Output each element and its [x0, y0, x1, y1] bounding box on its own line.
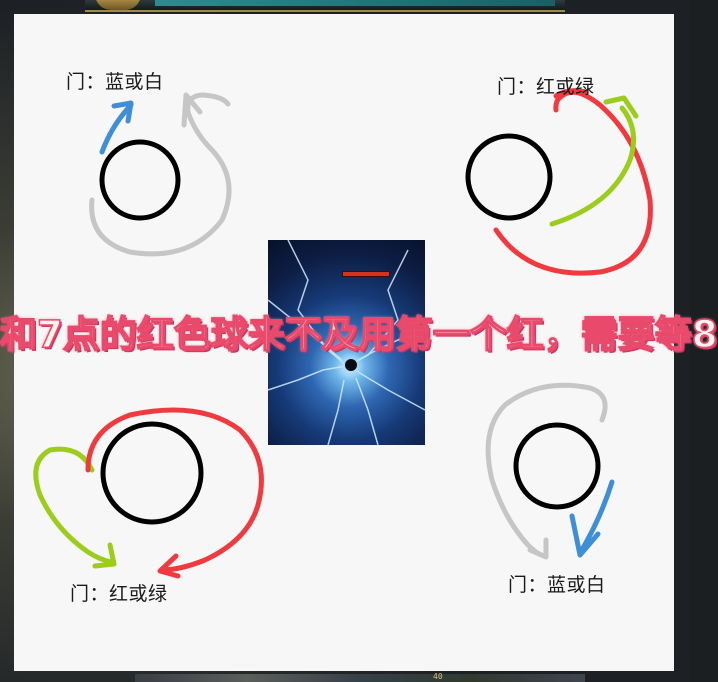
bottom-hud-bar: 40 [135, 672, 585, 682]
boss-health-bar [155, 0, 555, 6]
enemy-health-bar [342, 271, 390, 277]
door-label-bottom-right: 门：蓝或白 [508, 574, 606, 596]
player-character [345, 359, 357, 371]
ability-counter: 40 [433, 672, 443, 681]
game-scene-thumbnail [267, 239, 426, 446]
door-label-bottom-left: 门：红或绿 [70, 583, 168, 605]
top-hud-bar [85, 0, 565, 12]
door-label-top-right: 门：红或绿 [497, 76, 595, 98]
video-subtitle: 和7点的红色球来不及用第一个红，需要等8 [0, 312, 718, 357]
lightning-effect [267, 239, 426, 446]
player-emblem-icon [95, 0, 141, 10]
door-label-top-left: 门：蓝或白 [66, 71, 164, 93]
